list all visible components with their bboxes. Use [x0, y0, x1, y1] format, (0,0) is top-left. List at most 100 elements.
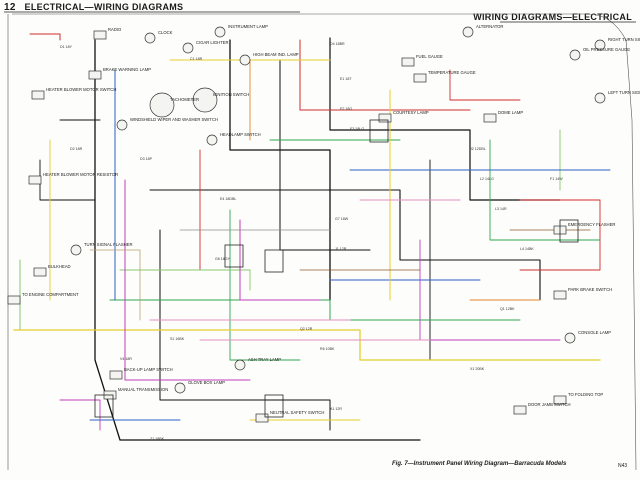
- tachometer-symbol: [149, 92, 175, 118]
- component-symbols: [7, 26, 606, 423]
- alternator-label: ALTERNATOR: [476, 24, 503, 29]
- glove-box-lamp-symbol: [174, 382, 186, 394]
- wire-code-3: D4 18BR: [330, 42, 345, 46]
- neutral-safety-switch-symbol: [255, 413, 269, 423]
- wire-code-7: E4 18DBL: [220, 197, 236, 201]
- bulkhead-disconnect-label: BULKHEAD: [48, 264, 71, 269]
- dome-lamp-symbol: [483, 113, 497, 123]
- to-folding-top-symbol: [553, 395, 567, 405]
- wire-code-9: G7 18W: [335, 217, 349, 221]
- fuel-gauge-label: FUEL GAUGE: [416, 54, 443, 59]
- to-folding-top-label: TO FOLDING TOP: [568, 392, 603, 397]
- connector-block-3: [559, 219, 579, 243]
- oil-pressure-gauge-symbol: [569, 49, 581, 61]
- console-lamp-symbol: [564, 332, 576, 344]
- wire-code-17: R6 10BK: [320, 347, 335, 351]
- right-title: WIRING DIAGRAMS—ELECTRICAL: [473, 12, 632, 22]
- heater-blower-motor-switch-symbol: [31, 90, 45, 100]
- alternator-symbol: [462, 26, 474, 38]
- left-title: ELECTRICAL—WIRING DIAGRAMS: [24, 2, 184, 12]
- back-up-lamp-switch-label: BACK-UP LAMP SWITCH: [124, 367, 173, 372]
- door-jamb-switch-symbol: [513, 405, 527, 415]
- connector-block-0: [369, 119, 389, 143]
- wire-code-24: F1 14W: [550, 177, 563, 181]
- radio-label: RADIO: [108, 27, 122, 32]
- connector-block-5: [94, 394, 114, 418]
- instrument-lamp-label: INSTRUMENT LAMP: [228, 24, 268, 29]
- left-turn-signal-lamp-symbol: [594, 92, 606, 104]
- wire-green-16: [229, 209, 301, 361]
- wire-code-6: E3 18LG: [350, 127, 364, 131]
- console-lamp-label: CONSOLE LAMP: [578, 330, 611, 335]
- windshield-wiper-switch-label: WINDSHIELD WIPER AND WASHER SWITCH: [130, 117, 218, 122]
- wire-tan-41: [89, 249, 141, 321]
- wire-code-22: A1 12R: [330, 407, 342, 411]
- park-brake-switch-symbol: [553, 290, 567, 300]
- wire-light_green-20: [119, 269, 251, 291]
- wire-code-12: L2 14LG: [480, 177, 494, 181]
- ash-tray-lamp-symbol: [234, 359, 246, 371]
- high-beam-indicator-label: HIGH BEAM IND. LAMP: [253, 52, 299, 57]
- brake-warning-label: BRAKE WARNING LAMP: [103, 67, 151, 72]
- wire-red-12: [519, 199, 601, 271]
- bulkhead-disconnect-symbol: [33, 267, 47, 277]
- wire-code-8: G6 18GY: [215, 257, 231, 261]
- wire-black-4: [159, 229, 331, 431]
- courtesy-lamp-symbol: [378, 113, 392, 123]
- brake-warning-symbol: [88, 70, 102, 80]
- left-header: 12 ELECTRICAL—WIRING DIAGRAMS: [4, 2, 183, 13]
- neutral-safety-switch-label: NEUTRAL SAFETY SWITCH: [270, 410, 324, 415]
- connector-block-1: [224, 244, 244, 268]
- wire-code-21: Z1 18BK: [150, 437, 165, 441]
- wire-code-13: L3 14R: [495, 207, 507, 211]
- page-code: N43: [618, 463, 628, 469]
- wire-code-15: Q1 12BK: [500, 307, 515, 311]
- wire-black-7: [39, 159, 96, 201]
- headlamp-switch-label: HEADLAMP SWITCH: [220, 132, 261, 137]
- diagram-frame: [4, 11, 637, 471]
- wire-code-4: E1 18T: [340, 77, 352, 81]
- manual-transmission-label: MANUAL TRANSMISSION: [118, 387, 168, 392]
- dome-lamp-label: DOME LAMP: [498, 110, 523, 115]
- wire-code-18: S1 16BK: [170, 337, 185, 341]
- figure-caption: Fig. 7—Instrument Panel Wiring Diagram—B…: [392, 461, 567, 467]
- wire-code-23: C1 18R: [190, 57, 203, 61]
- ash-tray-lamp-label: ASH TRAY LAMP: [248, 357, 281, 362]
- wire-code-0: D1 18Y: [60, 45, 73, 49]
- wire-code-1: D2 18R: [70, 147, 83, 151]
- connector-block-2: [264, 249, 284, 273]
- radio-symbol: [93, 30, 107, 40]
- cigar-lighter-label: CIGAR LIGHTER: [196, 40, 229, 45]
- wire-code-16: Q2 12R: [300, 327, 313, 331]
- wire-code-2: D3 18P: [140, 157, 153, 161]
- temperature-gauge-label: TEMPERATURE GAUGE: [428, 70, 476, 75]
- page-number: 12: [4, 2, 16, 13]
- connector-block-4: [264, 394, 284, 418]
- clock-label: CLOCK: [158, 30, 173, 35]
- wire-magenta-31: [239, 219, 321, 301]
- glove-box-lamp-label: GLOVE BOX LAMP: [188, 380, 225, 385]
- heater-blower-motor-resistor-symbol: [28, 175, 42, 185]
- engine-compartment-symbol: [7, 295, 21, 305]
- courtesy-lamp-label: COURTESY LAMP: [393, 110, 429, 115]
- heater-blower-motor-resistor-label: HEATER BLOWER MOTOR RESISTOR: [43, 172, 118, 177]
- park-brake-switch-label: PARK BRAKE SWITCH: [568, 287, 612, 292]
- wire-code-14: L4 14BK: [520, 247, 534, 251]
- clock-symbol: [144, 32, 156, 44]
- wire-black-5: [279, 59, 371, 251]
- back-up-lamp-switch-symbol: [109, 370, 123, 380]
- tachometer-label: TACHOMETER: [170, 97, 199, 102]
- windshield-wiper-switch-symbol: [116, 119, 128, 131]
- wire-harness: [13, 33, 611, 441]
- wire-code-19: V4 18R: [120, 357, 132, 361]
- wire-red-11: [449, 69, 521, 101]
- wire-magenta-30: [124, 179, 251, 381]
- wire-red-9: [29, 33, 61, 41]
- component-labels: RADIO CLOCK CIGAR LIGHTER INSTRUMENT LAMP HI…: [22, 24, 640, 415]
- right-turn-signal-lamp-symbol: [594, 39, 606, 51]
- emergency-flasher-label: EMERGENCY FLASHER: [568, 222, 615, 227]
- wire-green-14: [109, 299, 521, 321]
